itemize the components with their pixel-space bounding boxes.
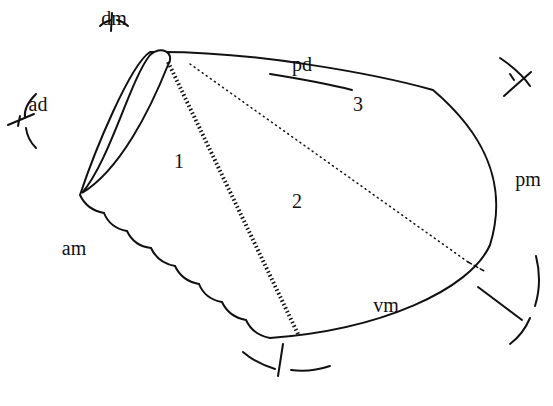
part-label: ad	[29, 94, 48, 114]
part-label: dm	[101, 8, 127, 28]
hatched-line	[168, 62, 298, 334]
umbo-outline	[82, 50, 170, 193]
part-label: 2	[292, 191, 302, 211]
part-label: 3	[353, 94, 363, 114]
pd-line	[270, 74, 352, 90]
marker-vm	[243, 344, 330, 376]
part-label: 1	[174, 151, 184, 171]
part-label: am	[62, 238, 86, 258]
part-label: pm	[515, 169, 541, 189]
marker-pm	[478, 256, 539, 344]
marker-pd	[500, 58, 531, 96]
dotted-line-end	[468, 262, 486, 272]
part-label: vm	[373, 295, 399, 315]
part-label: pd	[292, 54, 312, 74]
dotted-line	[190, 64, 468, 262]
